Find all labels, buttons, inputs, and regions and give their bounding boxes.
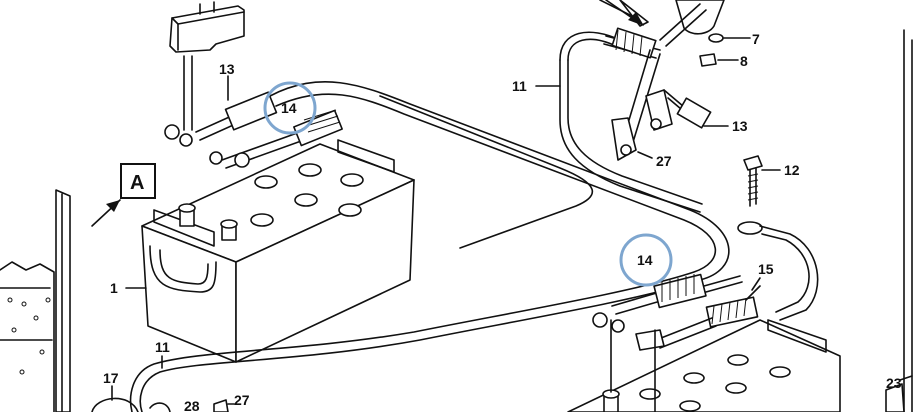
- highlight-circle-lower: [619, 233, 673, 287]
- callout-bracket-nut: 27: [656, 153, 672, 169]
- callout-nut: 8: [740, 53, 748, 69]
- top-right-fuse-assembly: [599, 0, 751, 161]
- highlight-circle-upper: [263, 81, 317, 135]
- battery-terminals: [178, 203, 238, 241]
- callout-jumper-upper: 14: [281, 100, 297, 116]
- callout-cable-13-right: 13: [732, 118, 748, 134]
- bolt-12: [743, 155, 781, 207]
- callout-cable-main-lower: 11: [155, 339, 170, 355]
- right-edge-part: [885, 29, 913, 412]
- callout-cable-main: 11: [512, 78, 527, 94]
- callout-ground-cable: 15: [758, 261, 774, 277]
- cell-caps: [250, 163, 364, 227]
- callout-bracket-nut-lower: 27: [234, 392, 250, 408]
- bottom-parts: [149, 399, 235, 412]
- view-a-arrow: [91, 0, 644, 227]
- callout-cable-13-upper: 13: [219, 61, 235, 77]
- main-cable-11: [129, 31, 730, 412]
- callout-cap: 28: [184, 398, 200, 412]
- clamp-17: [91, 385, 139, 412]
- callout-clamp: 17: [103, 370, 119, 386]
- connector-block: [169, 1, 245, 131]
- left-frame: [0, 189, 71, 412]
- callout-washer: 7: [752, 31, 760, 47]
- leader-lines: [125, 75, 761, 369]
- view-marker-label: A: [130, 172, 144, 194]
- jumper-14-upper: [209, 109, 343, 169]
- cable-13-upper: [164, 91, 278, 147]
- jumper-14-lower: [592, 273, 743, 351]
- callout-clip: 23: [886, 375, 902, 391]
- battery-left: [141, 139, 415, 363]
- battery-right: [567, 319, 841, 412]
- callout-battery: 1: [110, 280, 118, 296]
- ground-cable-15: [655, 221, 819, 349]
- callout-bolt: 12: [784, 162, 800, 178]
- view-marker-box: [120, 163, 156, 199]
- callout-jumper-lower: 14: [637, 252, 653, 268]
